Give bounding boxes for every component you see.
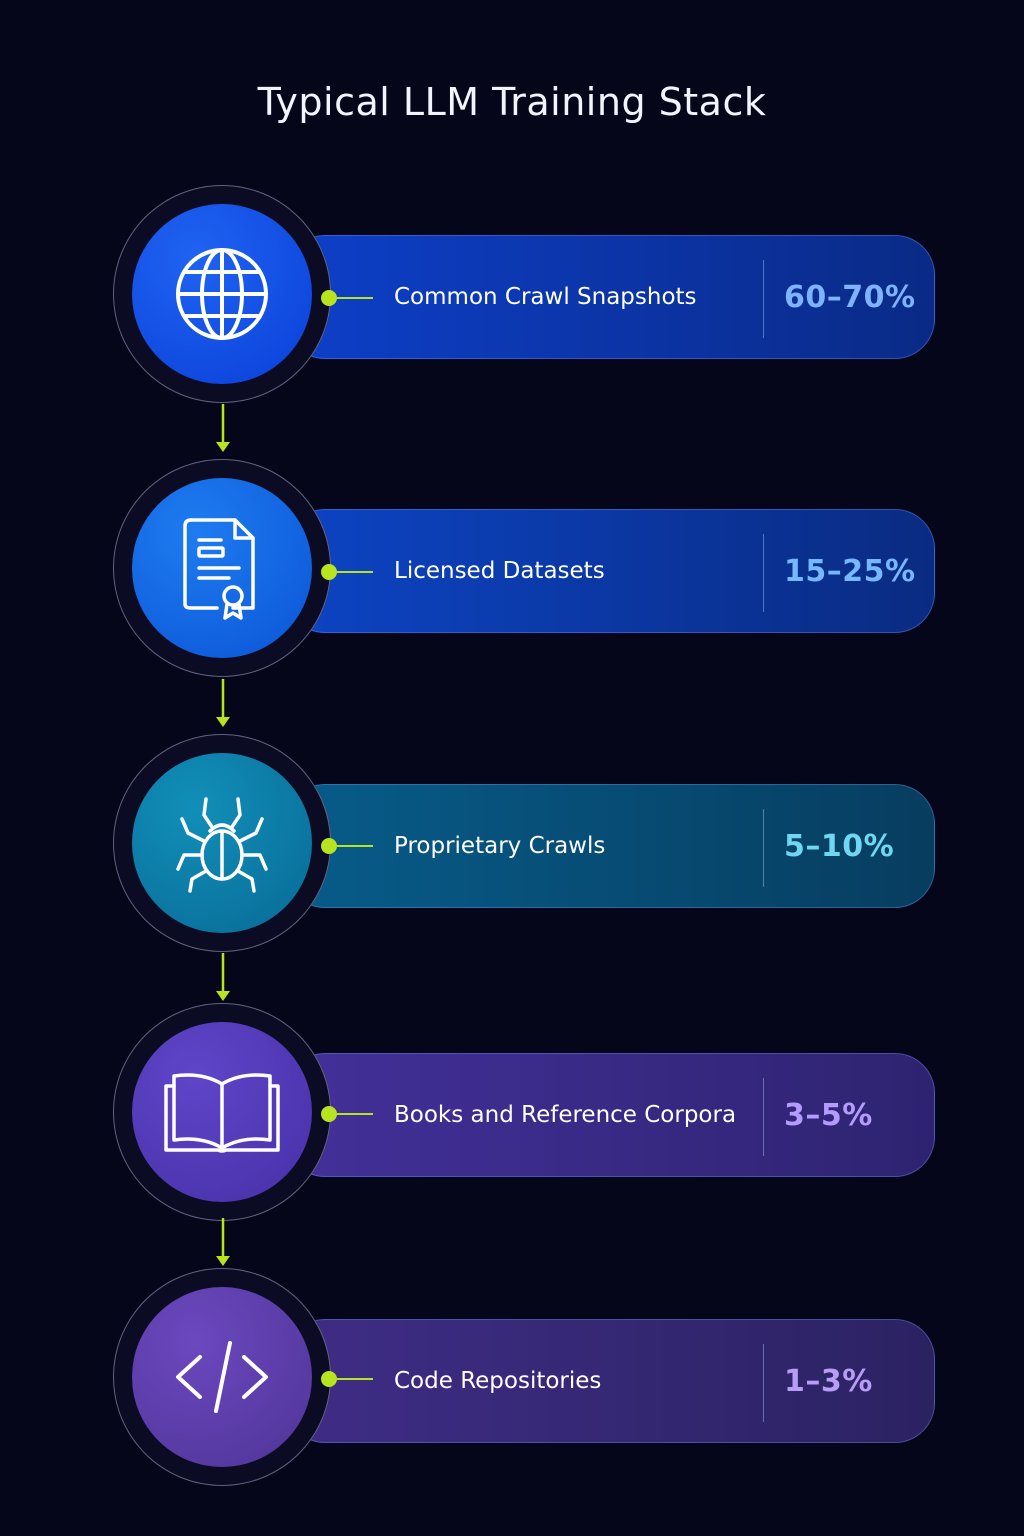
- layer-divider: [763, 534, 764, 612]
- layer-share-value: 5–10%: [784, 828, 895, 864]
- connector-line: [337, 845, 373, 847]
- layer-divider: [763, 809, 764, 887]
- layer-icon-disc: [132, 1022, 312, 1202]
- connector-line: [337, 1113, 373, 1115]
- connector-dot: [321, 1106, 337, 1122]
- layer-label: Common Crawl Snapshots: [394, 284, 697, 310]
- layer-icon-ring: [113, 459, 331, 677]
- layer-share-value: 1–3%: [784, 1363, 873, 1399]
- layer-icon-disc: [132, 753, 312, 933]
- connector-dot: [321, 564, 337, 580]
- layer-divider: [763, 260, 764, 338]
- layer-bar: Proprietary Crawls 5–10%: [285, 784, 935, 908]
- down-arrow: [216, 953, 230, 1001]
- connector-dot: [321, 290, 337, 306]
- layer-share-value: 60–70%: [784, 279, 916, 315]
- layer-label: Books and Reference Corpora: [394, 1102, 737, 1128]
- layer-icon-ring: [113, 1003, 331, 1221]
- layer-label: Licensed Datasets: [394, 558, 605, 584]
- layer-divider: [763, 1078, 764, 1156]
- layer-label: Proprietary Crawls: [394, 833, 606, 859]
- connector-line: [337, 297, 373, 299]
- down-arrow: [216, 1218, 230, 1266]
- down-arrow: [216, 679, 230, 727]
- code-brackets-icon: [176, 1341, 268, 1413]
- page-title: Typical LLM Training Stack: [257, 80, 767, 124]
- layer-icon-disc: [132, 1287, 312, 1467]
- layer-icon-ring: [113, 1268, 331, 1486]
- layer-bar: Books and Reference Corpora 3–5%: [285, 1053, 935, 1177]
- layer-share-value: 15–25%: [784, 553, 916, 589]
- layer-icon-disc: [132, 478, 312, 658]
- layer-bar: Common Crawl Snapshots 60–70%: [285, 235, 935, 359]
- licensed-document-icon: [183, 518, 255, 620]
- spider-icon: [176, 797, 268, 893]
- layer-bar: Code Repositories 1–3%: [285, 1319, 935, 1443]
- layer-icon-ring: [113, 185, 331, 403]
- layer-divider: [763, 1344, 764, 1422]
- layer-bar: Licensed Datasets 15–25%: [285, 509, 935, 633]
- connector-dot: [321, 838, 337, 854]
- layer-icon-disc: [132, 204, 312, 384]
- layer-icon-ring: [113, 734, 331, 952]
- connector-line: [337, 1378, 373, 1380]
- layer-label: Code Repositories: [394, 1368, 602, 1394]
- connector-line: [337, 571, 373, 573]
- open-book-icon: [164, 1073, 280, 1153]
- globe-icon: [176, 248, 268, 340]
- down-arrow: [216, 404, 230, 452]
- layer-share-value: 3–5%: [784, 1097, 873, 1133]
- connector-dot: [321, 1371, 337, 1387]
